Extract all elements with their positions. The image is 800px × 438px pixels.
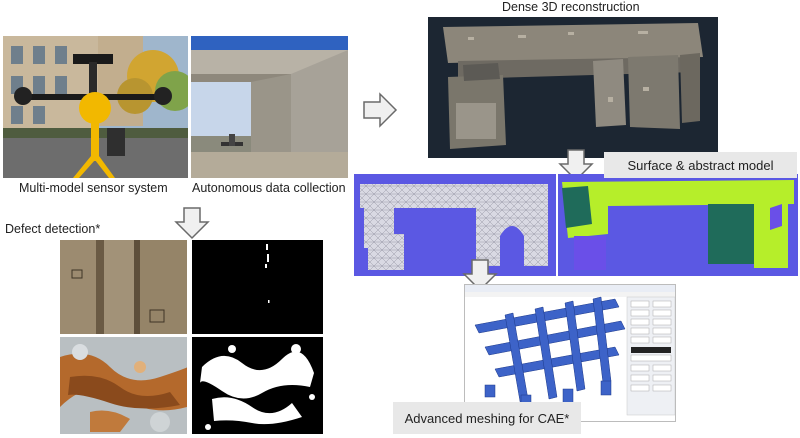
defect-crack-mask xyxy=(192,240,323,334)
surface-mesh-view xyxy=(354,174,556,276)
defect-detection-caption: Defect detection* xyxy=(5,222,101,236)
surface-model-label: Surface & abstract model xyxy=(604,152,797,178)
data-collection-photo xyxy=(191,36,348,178)
defect-crack-photo xyxy=(60,240,187,334)
cae-meshing-screenshot xyxy=(464,284,676,422)
sensor-system-photo xyxy=(3,36,188,178)
hollow-arrow-icon xyxy=(362,92,398,128)
sensor-system-caption: Multi-model sensor system xyxy=(19,181,168,195)
data-collection-caption: Autonomous data collection xyxy=(192,181,346,195)
meshing-label: Advanced meshing for CAE* xyxy=(393,402,581,434)
hollow-arrow-icon xyxy=(462,258,498,292)
hollow-arrow-icon xyxy=(174,206,210,240)
hollow-arrow-icon xyxy=(558,148,594,182)
defect-corrosion-mask xyxy=(192,337,323,434)
dense-reconstruction-caption: Dense 3D reconstruction xyxy=(502,0,640,14)
dense-reconstruction-view xyxy=(428,17,718,158)
defect-corrosion-photo xyxy=(60,337,187,434)
abstract-model-view xyxy=(558,174,798,276)
